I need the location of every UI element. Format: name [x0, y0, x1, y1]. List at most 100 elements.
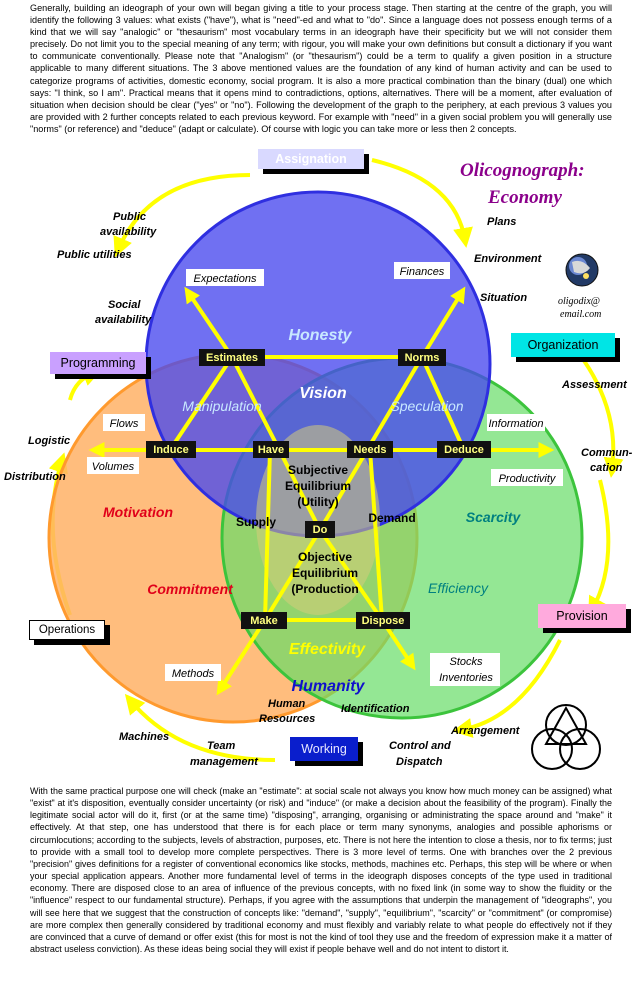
environment: Environment [474, 253, 543, 265]
region-vision: Vision [299, 385, 347, 402]
svg-text:Estimates: Estimates [206, 352, 258, 364]
svg-text:Deduce: Deduce [444, 444, 484, 456]
outro-paragraph: With the same practical purpose one will… [30, 786, 612, 955]
public-utilities: Public utilities [57, 249, 132, 261]
objective-line-3: (Production [291, 582, 358, 596]
endpoint-productivity: Productivity [491, 469, 563, 486]
human-resources-1: Human [268, 698, 306, 710]
node-do: Do [305, 521, 335, 538]
region-motivation: Motivation [103, 504, 173, 520]
region-efficiency: Efficiency [428, 580, 489, 596]
svg-text:Induce: Induce [153, 444, 188, 456]
node-needs: Needs [347, 441, 393, 458]
svg-text:Volumes: Volumes [92, 461, 135, 473]
situation: Situation [480, 292, 527, 304]
plans: Plans [487, 216, 516, 228]
assignation-box: Assignation [258, 149, 364, 169]
subjective-line-1: Subjective [288, 463, 348, 477]
intro-paragraph: Generally, building an ideograph of your… [30, 3, 612, 134]
svg-text:Stocks: Stocks [449, 656, 483, 668]
logistic: Logistic [28, 435, 70, 447]
svg-text:Needs: Needs [353, 444, 386, 456]
svg-text:Do: Do [313, 524, 328, 536]
objective-line-2: Equilibrium [292, 566, 358, 580]
region-speculation: Speculation [390, 398, 463, 414]
email-line-1: oligodix@ [558, 296, 600, 307]
subjective-line-2: Equilibrium [285, 479, 351, 493]
public-availability-1: Public [113, 211, 146, 223]
diagram-title-line-2: Economy [488, 187, 562, 208]
endpoint-methods: Methods [165, 664, 221, 681]
assessment: Assessment [561, 379, 628, 391]
social-availability-2: availability [95, 314, 152, 326]
svg-text:Productivity: Productivity [499, 473, 557, 485]
communication-1: Commun- [581, 447, 633, 459]
arc-working [124, 693, 276, 762]
human-resources-2: Resources [259, 713, 315, 725]
endpoint-information: Information [487, 414, 545, 431]
provision-box: Provision [538, 604, 626, 628]
email-line-2: email.com [560, 309, 602, 320]
svg-text:Methods: Methods [172, 668, 215, 680]
center-lens [256, 425, 380, 615]
identification: Identification [341, 703, 410, 715]
svg-text:Have: Have [258, 444, 284, 456]
node-make: Make [241, 612, 287, 629]
node-induce: Induce [146, 441, 196, 458]
organization-box: Organization [511, 333, 615, 357]
globe-logo-icon [565, 253, 599, 287]
arc-assignation-right [371, 158, 473, 248]
subjective-line-3: (Utility) [297, 495, 338, 509]
node-dispose: Dispose [356, 612, 410, 629]
team-management-1: Team [207, 740, 236, 752]
endpoint-finances: Finances [394, 262, 450, 279]
region-honesty: Honesty [288, 327, 352, 344]
three-circles-symbol-icon [531, 704, 601, 770]
working-box: Working [290, 737, 358, 761]
control-dispatch-2: Dispatch [396, 756, 443, 768]
svg-text:Expectations: Expectations [194, 273, 257, 285]
node-estimates: Estimates [199, 349, 265, 366]
region-effectivity: Effectivity [289, 641, 366, 658]
arc-assignation-left [113, 173, 251, 258]
demand-label: Demand [368, 511, 415, 525]
node-have: Have [253, 441, 289, 458]
arrangement: Arrangement [450, 725, 521, 737]
endpoint-flows: Flows [103, 414, 145, 431]
arc-provision [452, 639, 562, 738]
control-dispatch-1: Control and [389, 740, 451, 752]
arc-programming [68, 367, 103, 401]
objective-line-1: Objective [298, 550, 352, 564]
oligognograph-diagram: Honesty Vision Manipulation Speculation … [4, 158, 633, 770]
endpoint-volumes: Volumes [87, 457, 139, 474]
svg-text:Flows: Flows [110, 418, 139, 430]
svg-text:Inventories: Inventories [439, 672, 493, 684]
svg-text:Dispose: Dispose [362, 615, 405, 627]
public-availability-2: availability [100, 226, 157, 238]
supply-label: Supply [236, 515, 276, 529]
region-manipulation: Manipulation [182, 398, 262, 414]
region-humanity: Humanity [292, 678, 366, 695]
svg-text:Norms: Norms [405, 352, 440, 364]
arc-organization [578, 353, 624, 478]
node-norms: Norms [398, 349, 446, 366]
machines: Machines [119, 731, 169, 743]
team-management-2: management [190, 756, 259, 768]
communication-2: cation [590, 462, 623, 474]
node-deduce: Deduce [437, 441, 491, 458]
social-availability-1: Social [108, 299, 141, 311]
subjective-equilibrium: Subjective Equilibrium (Utility) [285, 463, 351, 509]
objective-equilibrium: Objective Equilibrium (Production [291, 550, 358, 596]
region-scarcity: Scarcity [466, 509, 522, 525]
svg-text:Make: Make [250, 615, 278, 627]
endpoint-expectations: Expectations [186, 269, 264, 286]
diagram-title-line-1: Olicognograph: [460, 160, 585, 181]
svg-text:Finances: Finances [400, 266, 445, 278]
operations-box: Operations [29, 620, 105, 640]
region-commitment: Commitment [147, 581, 234, 597]
programming-box: Programming [50, 352, 146, 374]
distribution: Distribution [4, 471, 66, 483]
svg-text:Information: Information [488, 418, 543, 430]
arc-communication [588, 479, 611, 617]
